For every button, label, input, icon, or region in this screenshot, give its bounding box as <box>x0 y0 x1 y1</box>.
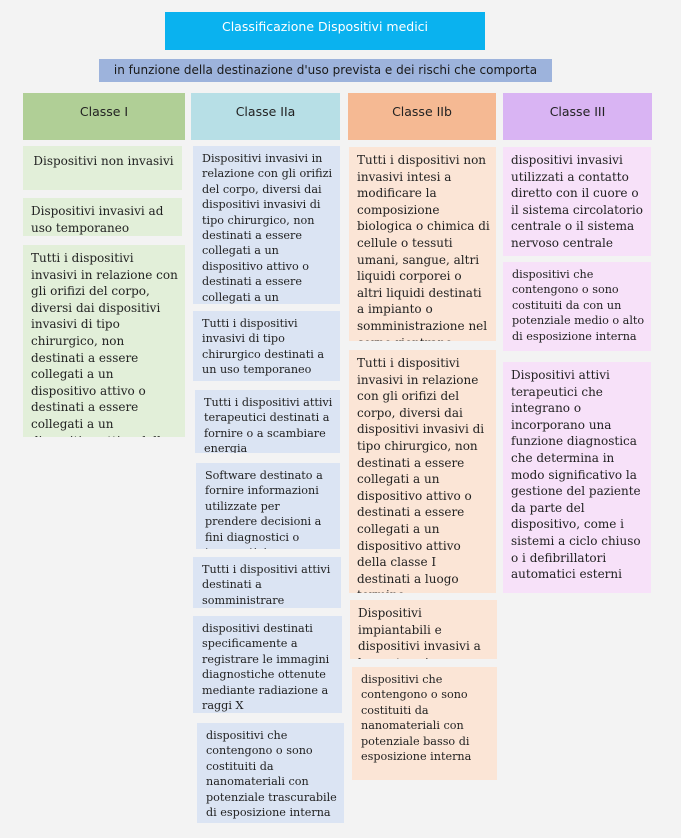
class-iib-item: Tutti i dispositivi invasivi in relazion… <box>349 350 496 593</box>
class-iia-header: Classe IIa <box>191 93 340 140</box>
class-iia-item: Tutti i dispositivi attivi destinati a s… <box>193 557 341 608</box>
class-iia-item: Tutti i dispositivi invasivi di tipo chi… <box>193 311 340 381</box>
class-i-header: Classe I <box>23 93 185 140</box>
class-iia-item: dispositivi destinati specificamente a r… <box>193 616 342 713</box>
class-iia-item: Tutti i dispositivi attivi terapeutici d… <box>195 390 340 453</box>
class-i-item: Dispositivi invasivi ad uso temporaneo <box>23 198 182 236</box>
class-i-item: Tutti i dispositivi invasivi in relazion… <box>23 245 185 437</box>
class-iib-item: Dispositivi impiantabili e dispositivi i… <box>350 600 497 659</box>
class-iii-item: Dispositivi attivi terapeutici che integ… <box>503 362 651 593</box>
class-i-item: Dispositivi non invasivi <box>23 146 182 190</box>
diagram-title: Classificazione Dispositivi medici <box>165 12 485 50</box>
class-iia-item: Software destinato a fornire informazion… <box>196 463 340 549</box>
class-iii-header: Classe III <box>503 93 652 140</box>
diagram-subtitle: in funzione della destinazione d'uso pre… <box>99 59 552 82</box>
class-iib-item: dispositivi che contengono o sono costit… <box>352 667 497 780</box>
class-iii-item: dispositivi che contengono o sono costit… <box>503 262 651 351</box>
class-iib-item: Tutti i dispositivi non invasivi intesi … <box>349 147 496 341</box>
class-iia-item: Dispositivi invasivi in relazione con gl… <box>193 146 340 304</box>
class-iia-item: dispositivi che contengono o sono costit… <box>197 723 344 823</box>
class-iib-header: Classe IIb <box>348 93 496 140</box>
class-iii-item: dispositivi invasivi utilizzati a contat… <box>503 147 651 256</box>
